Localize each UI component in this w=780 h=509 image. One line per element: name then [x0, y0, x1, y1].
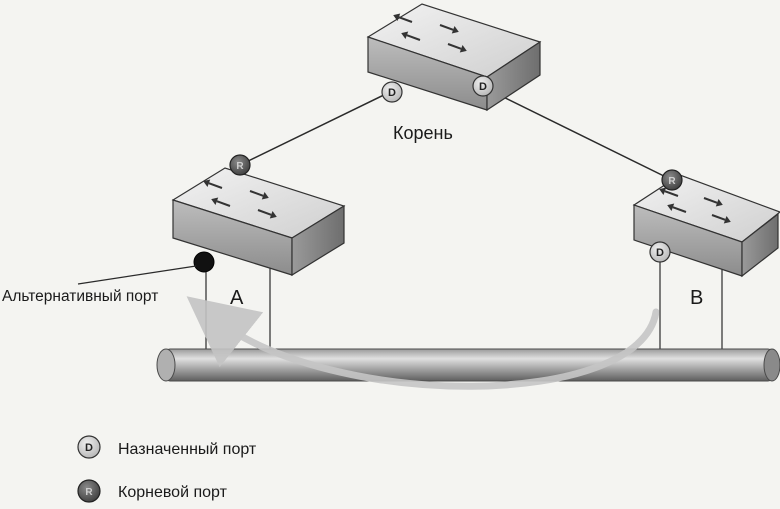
root-port-marker: R — [229, 154, 251, 176]
alternate-port-marker — [193, 251, 215, 273]
svg-text:R: R — [236, 161, 244, 172]
root-port-marker: R — [661, 169, 683, 191]
alternate-port-leader — [77, 265, 197, 285]
switch-b-label: B — [690, 287, 703, 309]
legend: D Назначенный порт R Корневой порт — [77, 435, 257, 503]
designated-port-marker: D — [472, 75, 494, 97]
switch-a-label: A — [230, 287, 244, 309]
designated-port-marker: D — [649, 241, 671, 263]
svg-text:R: R — [85, 487, 93, 498]
alternate-port-label: Альтернативный порт — [2, 288, 158, 305]
link-root-a — [239, 91, 391, 166]
svg-text:D: D — [388, 87, 396, 99]
svg-text:D: D — [656, 247, 664, 259]
designated-port-marker: D — [381, 81, 403, 103]
legend-designated-label: Назначенный порт — [118, 441, 257, 458]
svg-text:R: R — [668, 176, 676, 187]
shared-segment-cable — [156, 348, 780, 382]
root-label: Корень — [393, 123, 453, 143]
link-root-b — [482, 86, 673, 181]
legend-root-icon: R — [77, 479, 101, 503]
legend-root-label: Корневой порт — [118, 484, 228, 501]
svg-text:D: D — [85, 442, 93, 454]
legend-designated-icon: D — [77, 435, 101, 459]
switch-a — [171, 167, 346, 277]
traffic-flow-arrow — [186, 296, 660, 390]
root-switch — [366, 3, 542, 112]
svg-text:D: D — [479, 81, 487, 93]
